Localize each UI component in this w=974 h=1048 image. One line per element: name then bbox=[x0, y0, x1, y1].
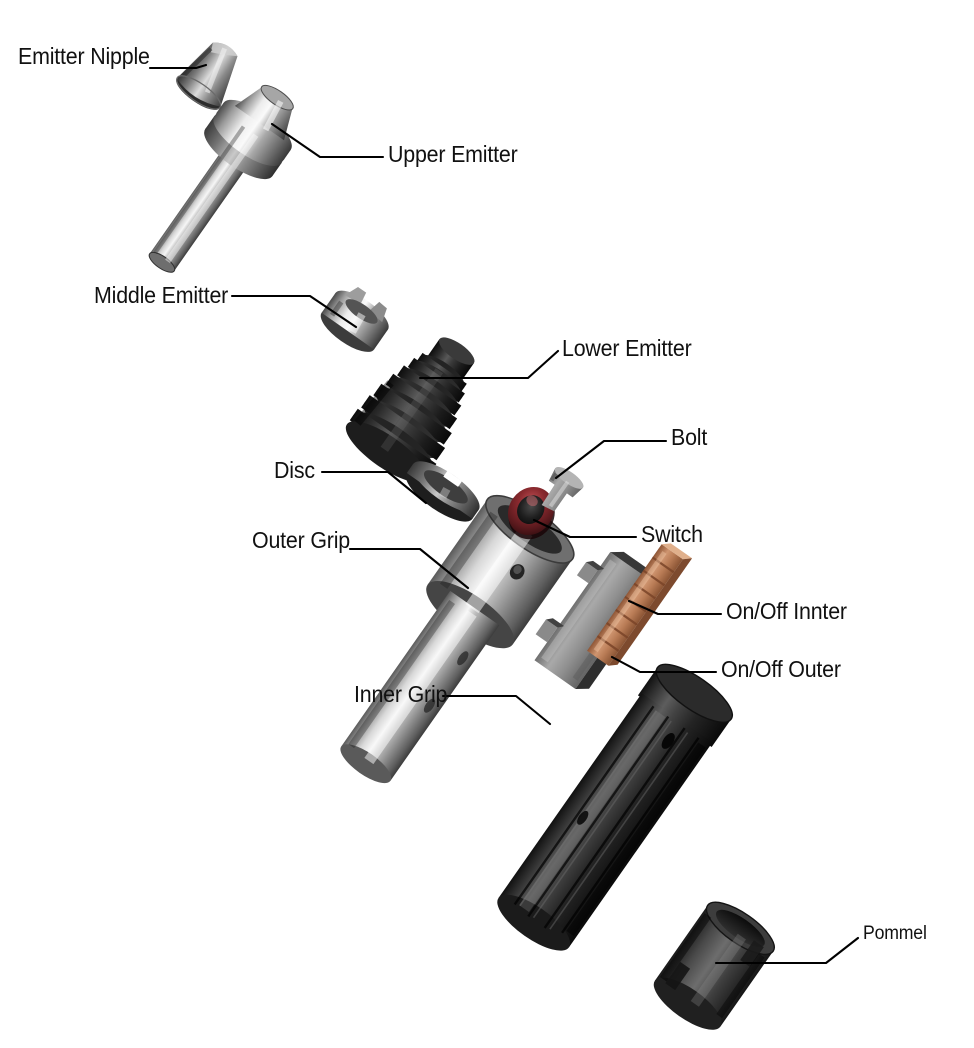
label-switch: Switch bbox=[641, 521, 703, 547]
part-inner-grip bbox=[497, 663, 733, 951]
part-lower-emitter bbox=[345, 337, 475, 483]
leader-on-off-outer bbox=[610, 655, 718, 674]
label-pommel: Pommel bbox=[863, 923, 927, 944]
leader-bolt bbox=[554, 439, 668, 480]
leader-middle-emitter bbox=[230, 294, 358, 329]
part-disc bbox=[405, 461, 480, 522]
label-outer-grip: Outer Grip bbox=[252, 527, 350, 553]
label-lower-emitter: Lower Emitter bbox=[562, 335, 692, 361]
label-on-off-inner: On/Off Innter bbox=[726, 598, 847, 624]
part-middle-emitter bbox=[320, 286, 389, 352]
leader-lower-emitter bbox=[418, 349, 560, 380]
label-middle-emitter: Middle Emitter bbox=[94, 282, 229, 308]
leader-outer-grip bbox=[348, 547, 470, 590]
leader-inner-grip bbox=[441, 694, 552, 726]
part-emitter-nipple bbox=[176, 42, 238, 110]
leader-pommel bbox=[714, 936, 860, 965]
leader-emitter-nipple bbox=[148, 63, 208, 70]
part-pommel bbox=[653, 901, 775, 1030]
leader-disc bbox=[320, 470, 428, 505]
label-disc: Disc bbox=[274, 457, 315, 483]
leader-lines bbox=[148, 63, 860, 965]
label-bolt: Bolt bbox=[671, 424, 708, 450]
leader-switch bbox=[532, 518, 638, 539]
part-on-off-inner bbox=[587, 543, 693, 666]
label-inner-grip: Inner Grip bbox=[354, 681, 448, 707]
label-on-off-outer: On/Off Outer bbox=[721, 656, 841, 682]
label-emitter-nipple: Emitter Nipple bbox=[18, 43, 150, 69]
label-upper-emitter: Upper Emitter bbox=[388, 141, 518, 167]
leader-upper-emitter bbox=[270, 122, 385, 159]
leader-on-off-inner bbox=[627, 599, 723, 616]
